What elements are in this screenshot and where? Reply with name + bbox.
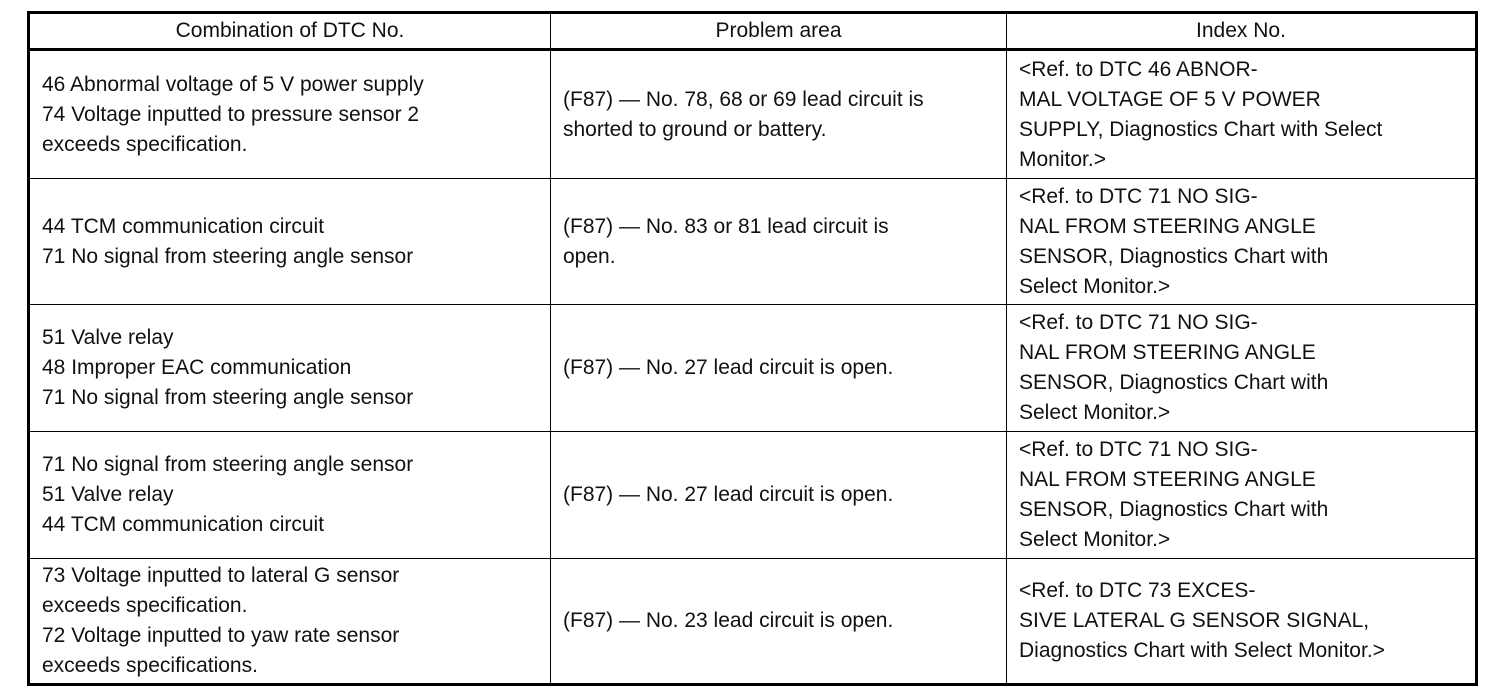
combination-line: 44 TCM communication circuit <box>42 214 325 238</box>
index-line: <Ref. to DTC 46 ABNOR- <box>1019 57 1258 81</box>
index-line: NAL FROM STEERING ANGLE <box>1019 467 1316 491</box>
index-line: MAL VOLTAGE OF 5 V POWER <box>1019 87 1321 111</box>
index-line: <Ref. to DTC 71 NO SIG- <box>1019 310 1258 334</box>
header-index-no: Index No. <box>1006 12 1477 51</box>
header-problem-area: Problem area <box>550 12 1007 51</box>
index-line: Diagnostics Chart with Select Monitor.> <box>1019 638 1385 662</box>
index-line: Select Monitor.> <box>1019 400 1171 424</box>
problem-area-cell: (F87) — No. 23 lead circuit is open. <box>550 557 1007 686</box>
combination-line: 46 Abnormal voltage of 5 V power supply <box>42 72 424 96</box>
table-row: 46 Abnormal voltage of 5 V power supply … <box>28 48 1477 180</box>
problem-area-cell: (F87) — No. 27 lead circuit is open. <box>550 304 1007 432</box>
index-cell: <Ref. to DTC 73 EXCES- SIVE LATERAL G SE… <box>1006 557 1477 686</box>
index-line: SUPPLY, Diagnostics Chart with Select <box>1019 117 1383 141</box>
combination-line: exceeds specification. <box>42 132 248 156</box>
table-row: 51 Valve relay 48 Improper EAC communica… <box>28 304 1477 432</box>
combination-cell: 46 Abnormal voltage of 5 V power supply … <box>28 48 551 180</box>
table-row: 71 No signal from steering angle sensor … <box>28 430 1477 559</box>
index-line: Monitor.> <box>1019 147 1106 171</box>
combination-line: 48 Improper EAC communication <box>42 355 352 379</box>
combination-cell: 44 TCM communication circuit 71 No signa… <box>28 178 551 306</box>
combination-line: exceeds specifications. <box>42 653 258 677</box>
index-line: SENSOR, Diagnostics Chart with <box>1019 370 1329 394</box>
problem-line: (F87) — No. 27 lead circuit is open. <box>563 482 894 506</box>
problem-area-cell: (F87) — No. 83 or 81 lead circuit is ope… <box>550 178 1007 306</box>
table-row: 44 TCM communication circuit 71 No signa… <box>28 178 1477 306</box>
index-line: NAL FROM STEERING ANGLE <box>1019 214 1316 238</box>
combination-line: 74 Voltage inputted to pressure sensor 2 <box>42 102 420 126</box>
index-line: SENSOR, Diagnostics Chart with <box>1019 497 1329 521</box>
problem-line: (F87) — No. 27 lead circuit is open. <box>563 355 894 379</box>
combination-line: 73 Voltage inputted to lateral G sensor <box>42 563 400 587</box>
header-combination: Combination of DTC No. <box>28 12 551 51</box>
table-header-row: Combination of DTC No. Problem area Inde… <box>28 12 1477 51</box>
problem-area-cell: (F87) — No. 27 lead circuit is open. <box>550 430 1007 559</box>
combination-line: 71 No signal from steering angle sensor <box>42 244 414 268</box>
combination-line: 72 Voltage inputted to yaw rate sensor <box>42 623 400 647</box>
index-line: <Ref. to DTC 71 NO SIG- <box>1019 437 1258 461</box>
problem-line: open. <box>563 244 616 268</box>
combination-line: 71 No signal from steering angle sensor <box>42 385 414 409</box>
index-cell: <Ref. to DTC 46 ABNOR- MAL VOLTAGE OF 5 … <box>1006 48 1477 180</box>
problem-line: (F87) — No. 83 or 81 lead circuit is <box>563 214 889 238</box>
index-line: SIVE LATERAL G SENSOR SIGNAL, <box>1019 608 1370 632</box>
combination-cell: 51 Valve relay 48 Improper EAC communica… <box>28 304 551 432</box>
table-row: 73 Voltage inputted to lateral G sensor … <box>28 557 1477 686</box>
problem-line: (F87) — No. 78, 68 or 69 lead circuit is <box>563 87 924 111</box>
index-line: <Ref. to DTC 71 NO SIG- <box>1019 184 1258 208</box>
index-line: <Ref. to DTC 73 EXCES- <box>1019 578 1256 602</box>
index-cell: <Ref. to DTC 71 NO SIG- NAL FROM STEERIN… <box>1006 178 1477 306</box>
combination-line: 44 TCM communication circuit <box>42 512 325 536</box>
index-line: SENSOR, Diagnostics Chart with <box>1019 244 1329 268</box>
problem-line: (F87) — No. 23 lead circuit is open. <box>563 608 894 632</box>
combination-cell: 71 No signal from steering angle sensor … <box>28 430 551 559</box>
index-line: Select Monitor.> <box>1019 274 1171 298</box>
problem-area-cell: (F87) — No. 78, 68 or 69 lead circuit is… <box>550 48 1007 180</box>
combination-line: 51 Valve relay <box>42 325 174 349</box>
combination-line: 51 Valve relay <box>42 482 174 506</box>
dtc-combination-table-wrapper: Combination of DTC No. Problem area Inde… <box>27 11 1478 686</box>
combination-cell: 73 Voltage inputted to lateral G sensor … <box>28 557 551 686</box>
problem-line: shorted to ground or battery. <box>563 117 827 141</box>
dtc-combination-table: Combination of DTC No. Problem area Inde… <box>27 11 1478 686</box>
combination-line: exceeds specification. <box>42 593 248 617</box>
index-cell: <Ref. to DTC 71 NO SIG- NAL FROM STEERIN… <box>1006 430 1477 559</box>
index-line: NAL FROM STEERING ANGLE <box>1019 340 1316 364</box>
index-cell: <Ref. to DTC 71 NO SIG- NAL FROM STEERIN… <box>1006 304 1477 432</box>
combination-line: 71 No signal from steering angle sensor <box>42 452 414 476</box>
index-line: Select Monitor.> <box>1019 527 1171 551</box>
